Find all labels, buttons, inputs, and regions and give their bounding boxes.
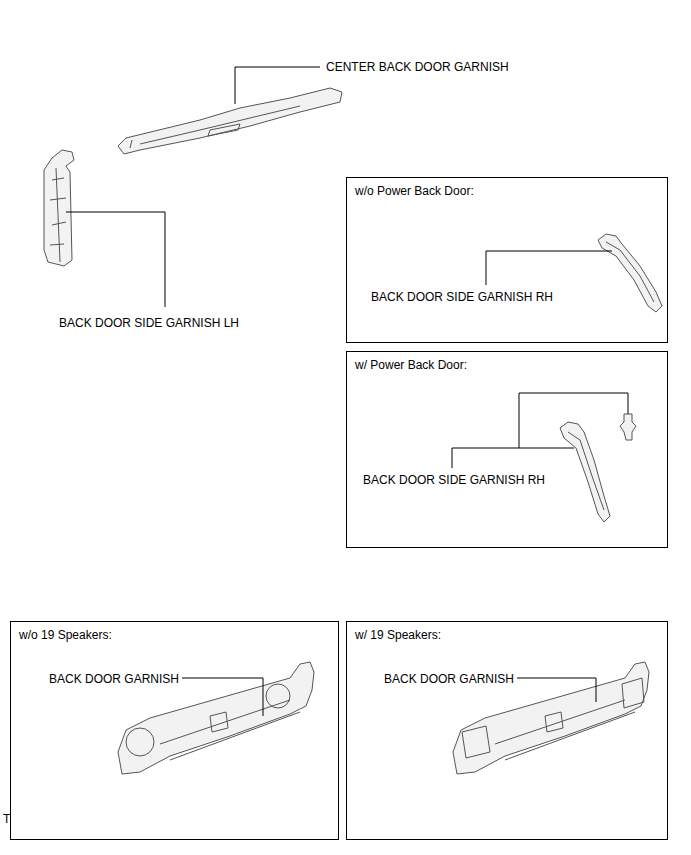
leader-line (182, 678, 263, 716)
leader-line (235, 67, 320, 104)
lh-side-garnish-detail (50, 168, 66, 262)
rh-side-garnish-power-detail (568, 432, 604, 510)
variant-box: w/ Power Back Door: BACK DOOR SIDE GARNIS… (346, 351, 668, 548)
leader-line (486, 251, 612, 285)
clip (620, 414, 636, 440)
center-garnish (118, 88, 342, 154)
part-name: BACK DOOR GARNISH (384, 672, 514, 686)
variant-box: w/o 19 Speakers: BACK DOOR GARNISH (10, 621, 339, 840)
leader-line (452, 393, 628, 468)
part-name: CENTER BACK DOOR GARNISH (326, 60, 509, 74)
part-name: BACK DOOR SIDE GARNISH RH (363, 473, 545, 487)
rh-side-garnish-power (560, 422, 610, 522)
part-name: BACK DOOR GARNISH (49, 672, 179, 686)
center-garnish-detail (130, 106, 300, 148)
variant-heading: w/ Power Back Door: (355, 358, 467, 372)
variant-box: w/ 19 Speakers: BACK DOOR GARNISH (346, 621, 668, 840)
parts (44, 88, 662, 774)
rh-side-garnish (598, 234, 662, 312)
back-door-garnish-detail (126, 684, 300, 760)
variant-box: w/o Power Back Door: BACK DOOR SIDE GARNI… (346, 177, 668, 343)
part-name: BACK DOOR SIDE GARNISH LH (59, 316, 239, 330)
leader-lines (66, 67, 628, 716)
rh-side-garnish-detail (606, 242, 654, 302)
part-name: BACK DOOR SIDE GARNISH RH (371, 290, 553, 304)
figure-code: T (3, 812, 10, 826)
leader-line (517, 678, 596, 702)
variant-heading: w/o 19 Speakers: (19, 628, 112, 642)
lh-side-garnish (44, 150, 74, 266)
leader-line (66, 212, 165, 307)
back-door-garnish-19-detail (462, 678, 644, 760)
variant-heading: w/o Power Back Door: (355, 184, 474, 198)
variant-heading: w/ 19 Speakers: (355, 628, 441, 642)
